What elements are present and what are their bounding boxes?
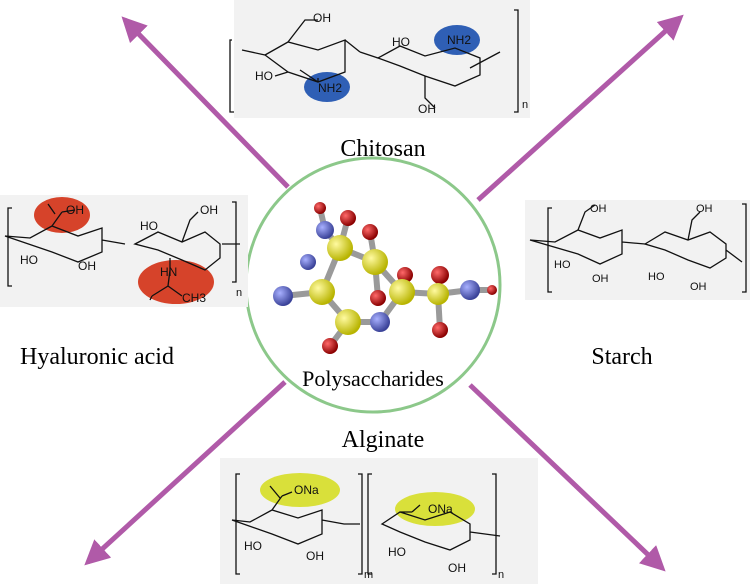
group-label: HO [554,259,571,271]
chitosan-label: Chitosan [340,136,425,162]
group-label: HO [255,69,273,83]
group-label: HN [160,265,177,279]
chitosan-structure: OH HO NH2 HO NH2 OH n Chitosan [229,0,530,162]
amine-highlight-1 [304,72,350,102]
group-label: OH [696,203,713,215]
repeat-subscript: n [498,569,504,581]
sodium-carboxylate-highlight-2 [395,492,475,526]
group-label: OH [448,561,466,575]
alginate-label: Alginate [342,427,425,453]
group-label: OH [313,11,331,25]
repeat-subscript: n [236,287,242,299]
repeat-subscript: n [522,99,528,111]
group-label: OH [690,281,707,293]
carboxyl-highlight [34,197,90,233]
starch-structure: OH HO OH OH HO OH Starch [525,200,750,370]
arrow-to-bottom-right [468,383,666,572]
group-label: NH2 [447,33,471,47]
group-label: HO [20,253,38,267]
alginate-structure: Alginate ONa ONa HO OH HO OH m n [220,427,538,584]
group-label: HO [392,35,410,49]
group-label: HO [140,219,158,233]
group-label: HO [244,539,262,553]
group-label: HO [648,271,665,283]
hyaluronic-acid-structure: OH HO OH HO OH HN CH3 n Hyaluronic acid [0,195,248,370]
group-label: CH3 [182,291,206,305]
arrow-to-top-right [476,14,684,202]
molecule-model [273,202,497,354]
group-label: ONa [294,483,319,497]
arrow-to-bottom-left [84,380,287,566]
group-label: HO [388,545,406,559]
amine-highlight-2 [434,25,480,55]
group-label: OH [306,549,324,563]
repeat-subscript: m [364,569,373,581]
group-label: NH2 [318,81,342,95]
center-title: Polysaccharides [302,366,444,391]
group-label: OH [66,203,84,217]
group-label: OH [200,203,218,217]
group-label: OH [592,273,609,285]
hyaluronic-acid-label: Hyaluronic acid [20,344,174,370]
starch-label: Starch [591,344,652,370]
group-label: ONa [428,502,453,516]
group-label: OH [590,203,607,215]
group-label: OH [78,259,96,273]
arrows [84,14,684,572]
group-label: OH [418,102,436,116]
arrow-to-top-left [121,16,290,189]
